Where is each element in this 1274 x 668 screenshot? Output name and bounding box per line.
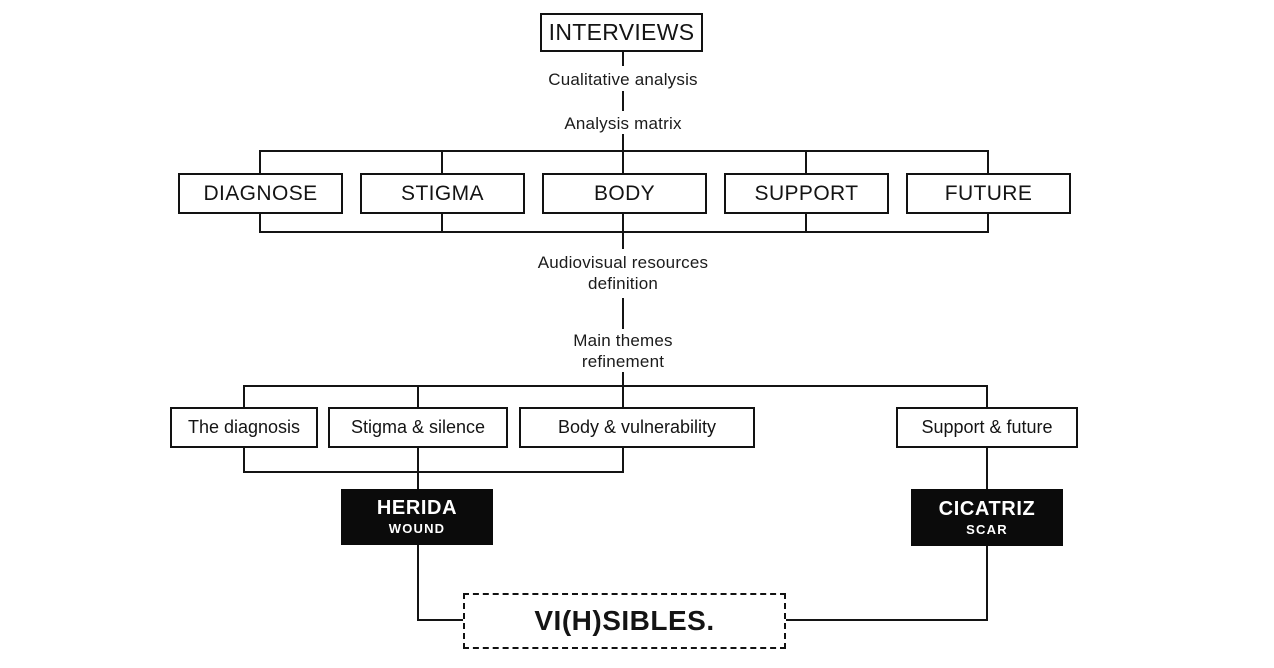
connector-line [622, 91, 624, 111]
connector-line [987, 213, 989, 233]
cicatriz-subtitle: SCAR [966, 521, 1008, 537]
connector-line [986, 546, 988, 621]
connector-line [259, 231, 989, 233]
herida-subtitle: WOUND [388, 521, 446, 537]
connector-line [622, 385, 624, 407]
connector-line [986, 385, 988, 407]
connector-line [417, 447, 419, 489]
category-label: STIGMA [401, 181, 484, 205]
final-label: VI(H)SIBLES. [534, 605, 715, 636]
connector-line [259, 150, 261, 173]
connector-line [417, 385, 419, 407]
connector-line [622, 231, 624, 249]
final-box-vihsibles: VI(H)SIBLES. [463, 593, 786, 649]
connector-line [243, 385, 988, 387]
category-box-body: BODY [542, 173, 707, 214]
interviews-label: INTERVIEWS [548, 19, 695, 45]
connector-line [805, 213, 807, 233]
connector-line [622, 372, 624, 387]
connector-line [243, 447, 245, 473]
category-label: DIAGNOSE [203, 181, 318, 205]
category-box-future: FUTURE [906, 173, 1071, 214]
category-label: BODY [593, 181, 656, 205]
connector-line [987, 150, 989, 173]
connector-line [441, 213, 443, 233]
output-box-herida: HERIDA WOUND [341, 489, 493, 545]
theme-label: Body & vulnerability [557, 417, 717, 437]
category-box-diagnose: DIAGNOSE [178, 173, 343, 214]
category-label: SUPPORT [754, 181, 859, 205]
theme-label: Stigma & silence [350, 417, 486, 437]
qualitative-analysis-label: Cualitative analysis [548, 70, 698, 89]
theme-box-body-vulnerability: Body & vulnerability [519, 407, 755, 448]
connector-line [805, 150, 807, 173]
connector-line [622, 150, 624, 173]
connector-line [622, 298, 624, 329]
interviews-box: INTERVIEWS [540, 13, 703, 52]
analysis-matrix-label: Analysis matrix [564, 114, 682, 133]
audiovisual-resources-label: Audiovisual resources definition [537, 253, 709, 293]
connector-line [786, 619, 988, 621]
connector-line [243, 471, 624, 473]
main-themes-label: Main themes refinement [573, 331, 673, 371]
connector-line [417, 619, 463, 621]
output-box-cicatriz: CICATRIZ SCAR [911, 489, 1063, 546]
theme-box-stigma-silence: Stigma & silence [328, 407, 508, 448]
connector-line [243, 385, 245, 407]
category-box-support: SUPPORT [724, 173, 889, 214]
cicatriz-title: CICATRIZ [938, 497, 1036, 520]
category-box-stigma: STIGMA [360, 173, 525, 214]
connector-line [417, 545, 419, 621]
herida-title: HERIDA [376, 497, 458, 520]
category-label: FUTURE [944, 181, 1033, 205]
connector-line [986, 447, 988, 489]
theme-label: Support & future [921, 417, 1053, 437]
connector-line [622, 447, 624, 473]
theme-box-support-future: Support & future [896, 407, 1078, 448]
connector-line [259, 150, 989, 152]
connector-line [259, 213, 261, 233]
connector-line [622, 52, 624, 66]
connector-line [622, 213, 624, 233]
connector-line [441, 150, 443, 173]
theme-box-diagnosis: The diagnosis [170, 407, 318, 448]
connector-line [622, 134, 624, 151]
theme-label: The diagnosis [187, 417, 301, 437]
